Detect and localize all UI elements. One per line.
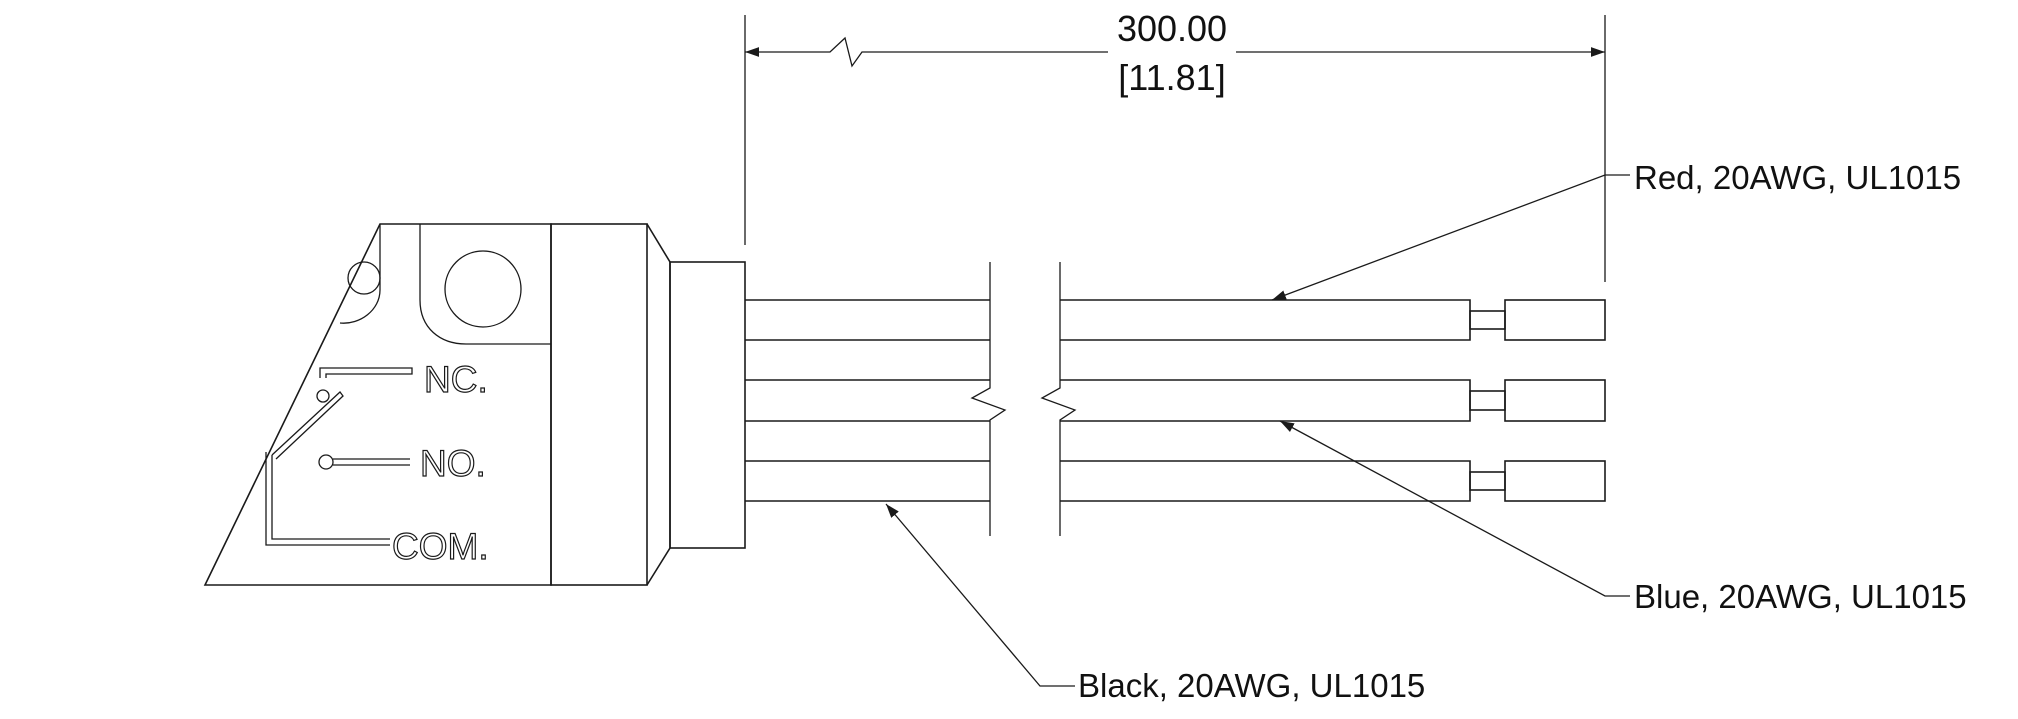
callout-black: Black, 20AWG, UL1015 (885, 503, 1425, 704)
nc-label: NC. (424, 359, 488, 400)
wire-black (745, 460, 1606, 502)
switch-housing (203, 223, 552, 586)
callout-red-label: Red, 20AWG, UL1015 (1634, 159, 1961, 196)
switch-body: NC. NO. COM. (203, 223, 746, 586)
cable-boot (669, 261, 746, 549)
switch-lever (271, 391, 344, 460)
wire-black-terminal-neck (1469, 471, 1506, 491)
callout-blue: Blue, 20AWG, UL1015 (1279, 420, 1967, 615)
wire-red-terminal (1504, 299, 1606, 341)
nc-contact-point (316, 389, 330, 403)
callout-blue-label: Blue, 20AWG, UL1015 (1634, 578, 1967, 615)
wire-blue-terminal-neck (1469, 390, 1506, 411)
dimension-value-in: [11.81] (1118, 57, 1225, 98)
no-contact-lead (333, 458, 410, 466)
wire-blue-terminal (1504, 379, 1606, 422)
switch-bevel (646, 223, 671, 586)
mounting-hole-left-circle (347, 261, 381, 295)
wire-blue (745, 379, 1606, 422)
break-line-right (1040, 262, 1077, 536)
dimension-line-left (745, 36, 1108, 68)
wire-red (745, 299, 1606, 341)
mounting-hole-right-frame (419, 224, 551, 345)
callout-black-label: Black, 20AWG, UL1015 (1078, 667, 1425, 704)
mounting-hole-left (339, 224, 381, 324)
no-contact-point (318, 454, 334, 470)
switch-side-block (550, 223, 648, 586)
callout-red: Red, 20AWG, UL1015 (1271, 159, 1961, 301)
nc-contact-lead (319, 367, 413, 378)
dimension-value-mm: 300.00 (1117, 8, 1227, 49)
com-label: COM. (392, 526, 489, 567)
mounting-hole-right (444, 250, 522, 328)
no-label: NO. (420, 443, 486, 484)
callouts: Red, 20AWG, UL1015 Blue, 20AWG, UL1015 B… (885, 159, 1967, 704)
wire-black-terminal (1504, 460, 1606, 502)
com-lead (265, 452, 390, 546)
length-dimension: 300.00 [11.81] (744, 8, 1606, 282)
switch-schematic: NC. NO. COM. (265, 358, 489, 568)
wires (745, 262, 1606, 536)
wire-red-terminal-neck (1469, 310, 1506, 330)
break-line-left (970, 262, 1007, 536)
